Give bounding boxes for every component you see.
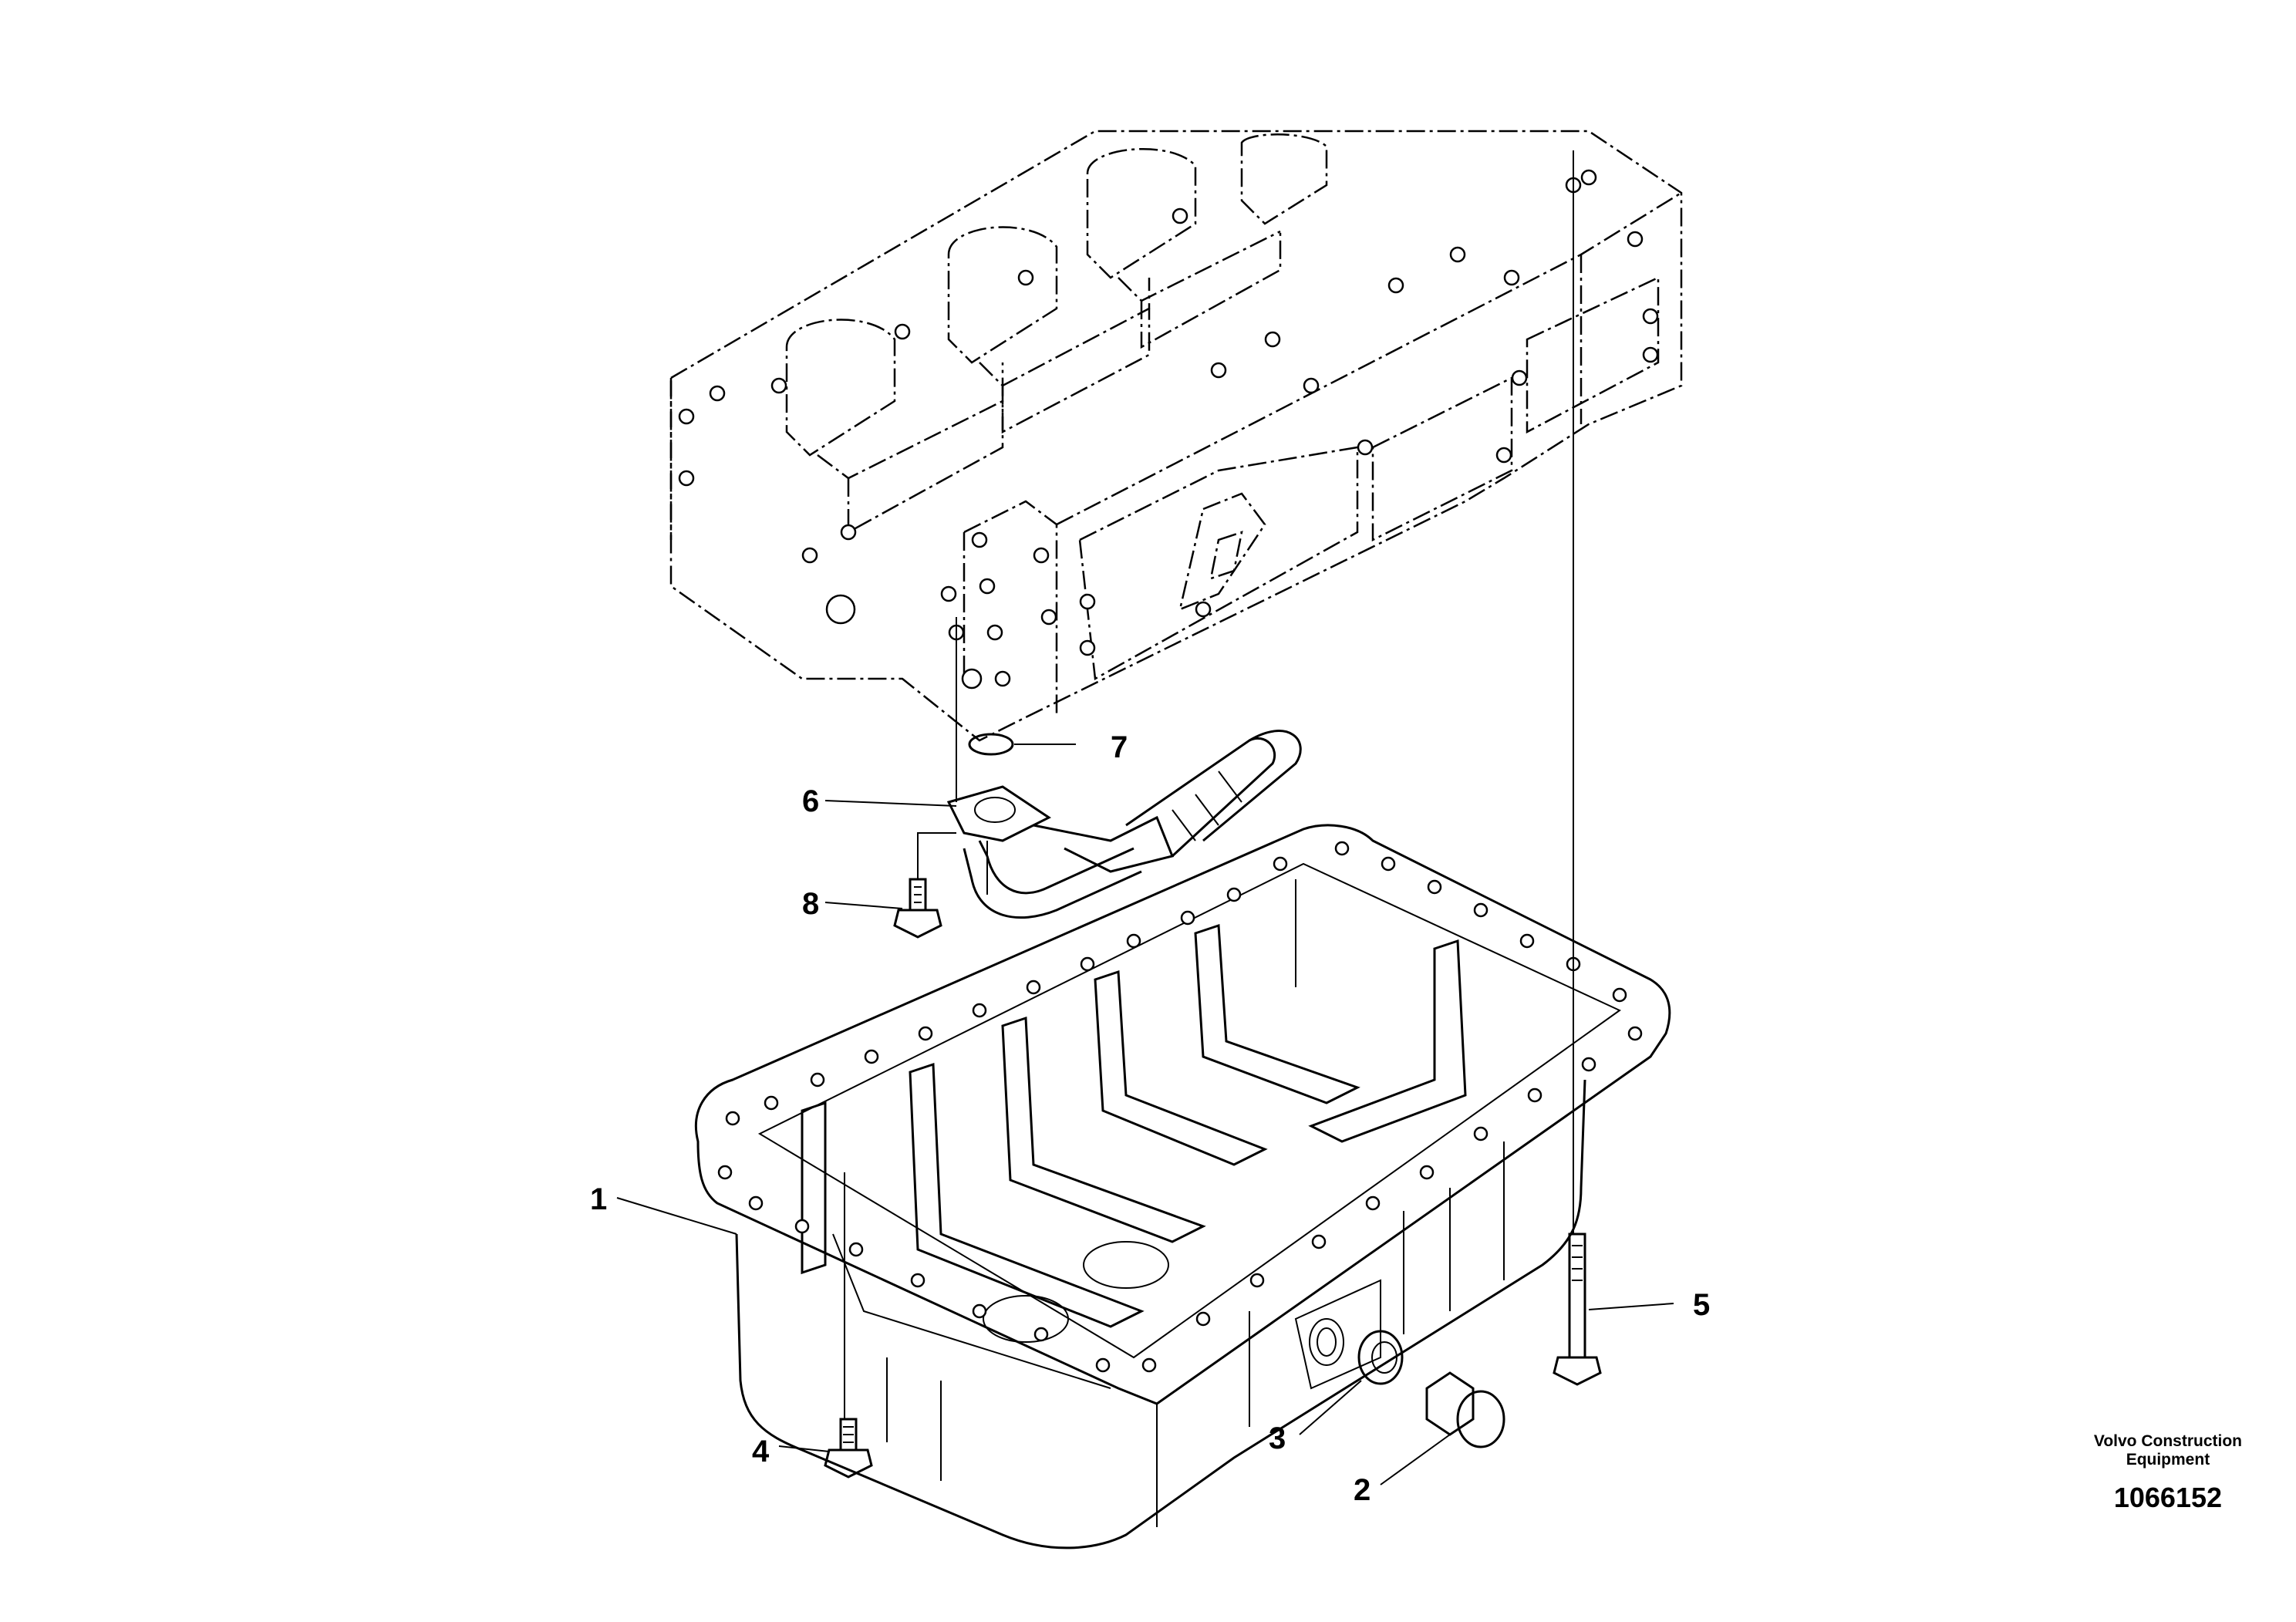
oil-pan	[694, 824, 1671, 1549]
suction-pipe-screw	[893, 878, 942, 939]
callout-6: 6	[802, 784, 819, 818]
drain-plug	[1425, 1371, 1505, 1448]
callout-4: 4	[752, 1435, 770, 1469]
oil-suction-pipe	[946, 730, 1302, 919]
oil-pan-bolt-short	[824, 1418, 873, 1479]
callout-8: 8	[802, 887, 819, 921]
engine-block-bolt-holes	[678, 169, 1659, 690]
oil-pan-flange-holes	[717, 841, 1643, 1373]
o-ring	[968, 733, 1014, 756]
document-number: 1066152	[2113, 1482, 2223, 1513]
leader-lines	[616, 150, 1674, 1485]
callout-3: 3	[1269, 1421, 1286, 1455]
sealing-washer	[1357, 1330, 1404, 1385]
callout-1: 1	[590, 1182, 607, 1216]
callout-2: 2	[1354, 1473, 1371, 1507]
callout-5: 5	[1693, 1288, 1710, 1322]
oil-pan-bolt-long	[1553, 1233, 1602, 1386]
callout-labels: 1 2 3 4 5 6 7 8	[590, 730, 1710, 1507]
publisher-credit: Volvo Construction Equipment 1066152	[2094, 1432, 2242, 1514]
engine-block-outline	[669, 130, 1683, 742]
publisher-name-line1: Volvo Construction	[2093, 1432, 2242, 1450]
publisher-name-line2: Equipment	[2126, 1451, 2210, 1469]
callout-7: 7	[1111, 730, 1128, 764]
